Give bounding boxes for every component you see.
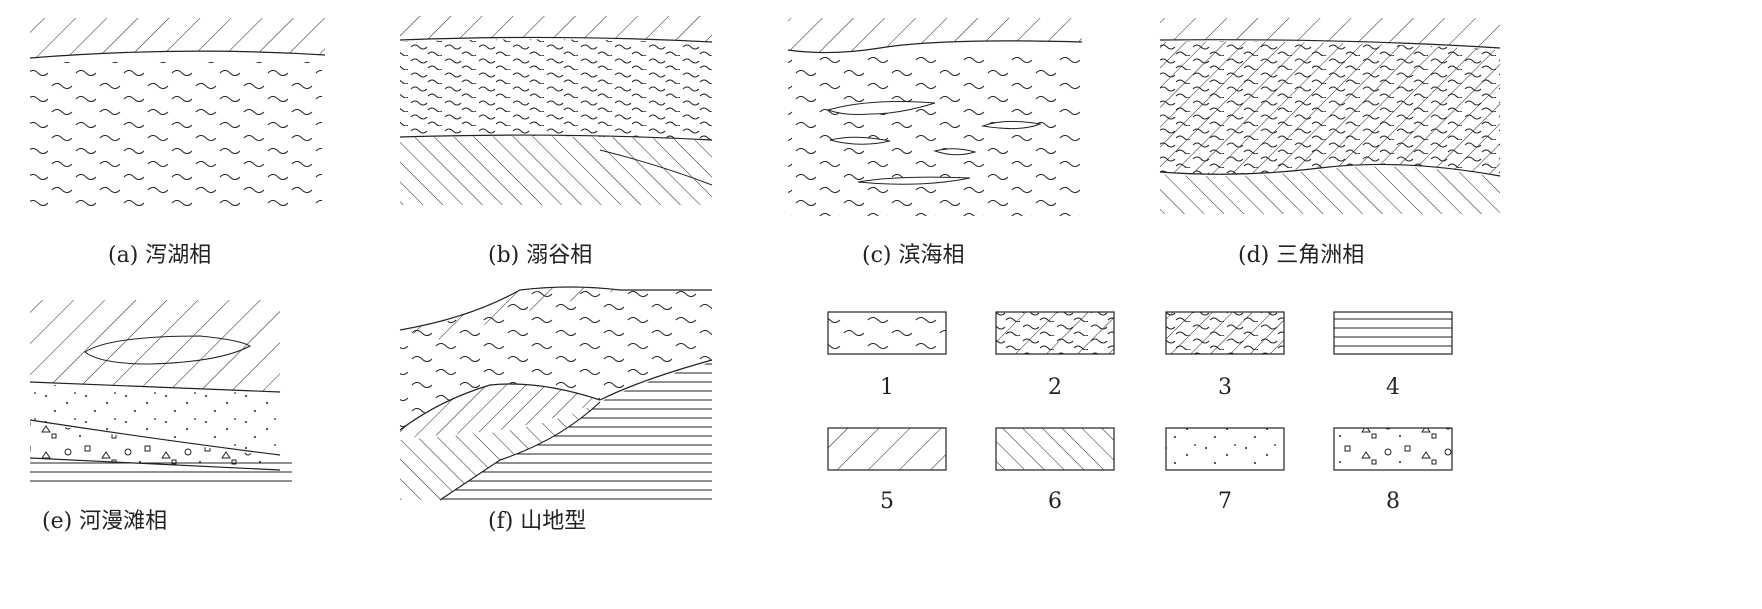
lens bbox=[857, 176, 971, 185]
legend-item-1: 1 bbox=[827, 311, 947, 400]
panel-c: (c) 滨海相 bbox=[787, 18, 1083, 268]
panel-a-lagoon-layer bbox=[30, 62, 322, 210]
panel-b-bedrock bbox=[400, 136, 712, 205]
legend-item-5: 5 bbox=[827, 427, 947, 514]
legend-item-3: 3 bbox=[1165, 311, 1285, 400]
legend-item-8: 8 bbox=[1333, 427, 1453, 514]
panel-f-middle-boundary bbox=[599, 359, 713, 401]
panel-b-bedrock-edge bbox=[599, 149, 713, 186]
panel-caption-b: (b) 溺谷相 bbox=[488, 243, 592, 268]
panel-c-shore-layer bbox=[788, 56, 1080, 216]
legend-number-2: 2 bbox=[1048, 375, 1062, 400]
panel-d-bedrock bbox=[1160, 166, 1500, 214]
lens bbox=[829, 136, 891, 145]
panel-d-boundary-lower bbox=[1159, 163, 1501, 177]
panel-a-boundary bbox=[29, 50, 326, 59]
panel-b-boundary-lower bbox=[399, 134, 713, 141]
panel-f-basement-boundary bbox=[439, 401, 601, 501]
legend-number-4: 4 bbox=[1386, 375, 1400, 400]
lens bbox=[933, 148, 977, 156]
panel-b-top-layer bbox=[400, 16, 712, 42]
panel-e-sand-layer bbox=[30, 384, 280, 455]
legend-number-5: 5 bbox=[880, 489, 894, 514]
panel-b-valley-fill bbox=[400, 39, 712, 140]
legend-item-6: 6 bbox=[995, 427, 1115, 514]
panel-b: (b) 溺谷相 bbox=[399, 16, 713, 268]
panel-d-delta-waves bbox=[1160, 41, 1500, 176]
panel-c-lenses bbox=[826, 101, 1042, 185]
panel-f-slope-boundary bbox=[399, 383, 601, 431]
panel-d-boundary-upper bbox=[1159, 39, 1501, 49]
legend-number-1: 1 bbox=[880, 375, 894, 400]
panel-f-bedrock-back bbox=[400, 402, 600, 500]
panel-f-top-boundary bbox=[399, 286, 712, 331]
legend-number-6: 6 bbox=[1048, 489, 1062, 514]
panel-e-bedrock bbox=[30, 462, 292, 488]
panel-caption-c: (c) 滨海相 bbox=[862, 243, 964, 268]
panel-f-bedrock-horizontal bbox=[440, 362, 712, 500]
panel-e-lens-hatch bbox=[85, 336, 250, 364]
panel-f: (f) 山地型 bbox=[399, 286, 713, 534]
legend-number-3: 3 bbox=[1218, 375, 1232, 400]
panel-f-slope-layer bbox=[400, 384, 600, 438]
lens bbox=[826, 101, 936, 115]
panel-e-gravel-layer bbox=[30, 422, 280, 470]
legend-number-8: 8 bbox=[1386, 489, 1400, 514]
panel-caption-a: (a) 泻湖相 bbox=[108, 243, 211, 268]
panel-caption-f: (f) 山地型 bbox=[488, 509, 586, 534]
panel-c-top-layer bbox=[788, 18, 1082, 53]
panel-a: (a) 泻湖相 bbox=[29, 18, 326, 268]
legend-number-7: 7 bbox=[1218, 489, 1232, 514]
panel-caption-d: (d) 三角洲相 bbox=[1238, 243, 1364, 268]
panel-b-boundary-upper bbox=[399, 36, 713, 43]
panel-f-lake-layer bbox=[400, 289, 712, 430]
panel-e-boundary-upper bbox=[29, 381, 281, 393]
panel-e-boundary-middle bbox=[29, 419, 281, 456]
panel-a-top-layer bbox=[30, 18, 325, 58]
legend-item-2: 2 bbox=[995, 311, 1115, 400]
panel-caption-e: (e) 河漫滩相 bbox=[42, 509, 167, 534]
panel-d: (d) 三角洲相 bbox=[1159, 18, 1501, 268]
legend-item-7: 7 bbox=[1165, 427, 1285, 514]
lens bbox=[981, 120, 1042, 130]
panel-e: (e) 河漫滩相 bbox=[29, 300, 292, 534]
panel-d-top-layer bbox=[1160, 18, 1500, 48]
legend: 1 2 3 4 5 6 7 8 bbox=[827, 311, 1453, 514]
legend-item-4: 4 bbox=[1333, 311, 1453, 400]
panel-c-boundary bbox=[787, 40, 1083, 54]
